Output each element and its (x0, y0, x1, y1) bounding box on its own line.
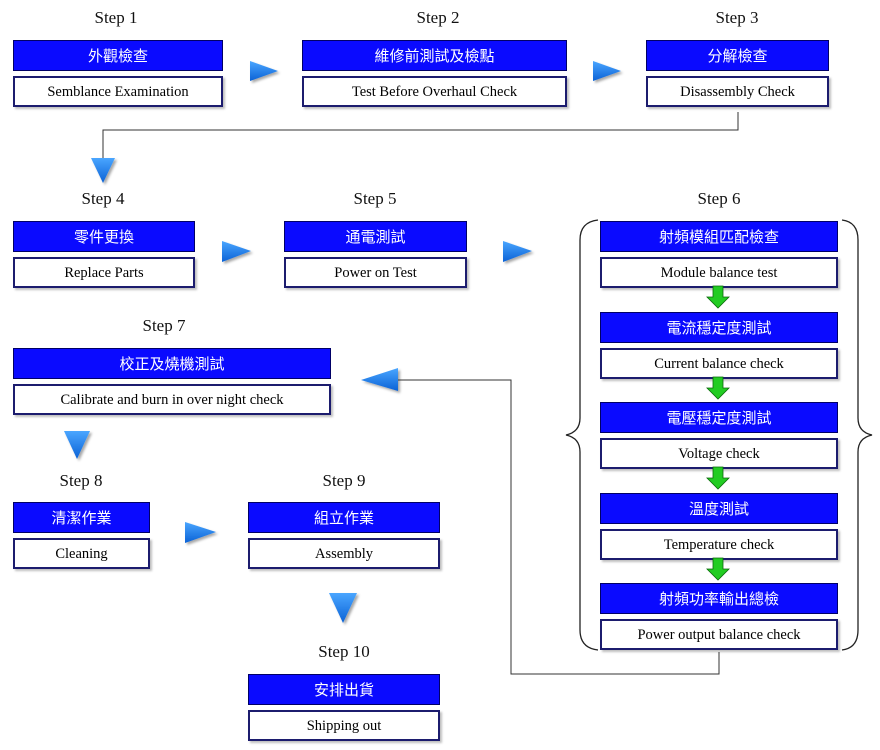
connector-step3-to-step4 (102, 112, 739, 158)
step-3-en-label: Disassembly Check (646, 76, 829, 107)
step-6-substep-3-en: Voltage check (600, 438, 838, 469)
step-6-substep-1: 射頻模組匹配檢查 Module balance test (600, 221, 838, 288)
step-6-substep-4: 溫度測試 Temperature check (600, 493, 838, 560)
step-8-en-label: Cleaning (13, 538, 150, 569)
step-1-label: Step 1 (94, 8, 138, 27)
step-6-substep-3-cn: 電壓穩定度測試 (600, 402, 838, 433)
arrow-step5-to-step6 (503, 241, 532, 262)
step-9-en-label: Assembly (248, 538, 440, 569)
step-4-en-label: Replace Parts (13, 257, 195, 288)
step-5-box: 通電測試 Power on Test (284, 221, 467, 288)
step-6-substep-2-en: Current balance check (600, 348, 838, 379)
step-1-en-label: Semblance Examination (13, 76, 223, 107)
step-7-label: Step 7 (142, 316, 186, 335)
step-6-substep-4-cn: 溫度測試 (600, 493, 838, 524)
step-6-substep-1-en: Module balance test (600, 257, 838, 288)
step-5-en-label: Power on Test (284, 257, 467, 288)
arrow-step1-to-step2 (250, 61, 278, 81)
step-7-en-label: Calibrate and burn in over night check (13, 384, 331, 415)
step-6-substep-5: 射頻功率輸出總檢 Power output balance check (600, 583, 838, 650)
step-5-label: Step 5 (353, 189, 397, 208)
left-brace (565, 219, 599, 651)
step-6-substep-1-cn: 射頻模組匹配檢查 (600, 221, 838, 252)
step-6-substep-2-cn: 電流穩定度測試 (600, 312, 838, 343)
step-8-label: Step 8 (59, 471, 103, 490)
arrow-step2-to-step3 (593, 61, 621, 81)
step-4-label: Step 4 (81, 189, 125, 208)
arrow-step6-to-step7 (361, 368, 398, 391)
step-6-substep-5-cn: 射頻功率輸出總檢 (600, 583, 838, 614)
step-2-en-label: Test Before Overhaul Check (302, 76, 567, 107)
step-6-substep-4-en: Temperature check (600, 529, 838, 560)
step-8-cn-header: 清潔作業 (13, 502, 150, 533)
step-10-label: Step 10 (318, 642, 370, 661)
step-1-cn-header: 外觀檢查 (13, 40, 223, 71)
step-1-box: 外觀檢查 Semblance Examination (13, 40, 223, 107)
step-7-cn-header: 校正及燒機測試 (13, 348, 331, 379)
step-3-cn-header: 分解檢查 (646, 40, 829, 71)
step-9-box: 組立作業 Assembly (248, 502, 440, 569)
arrow-step7-to-step8 (64, 431, 90, 459)
step-9-label: Step 9 (322, 471, 366, 490)
step-10-cn-header: 安排出貨 (248, 674, 440, 705)
step-3-label: Step 3 (715, 8, 759, 27)
step-4-cn-header: 零件更換 (13, 221, 195, 252)
step-10-en-label: Shipping out (248, 710, 440, 741)
step-2-label: Step 2 (416, 8, 460, 27)
step-5-cn-header: 通電測試 (284, 221, 467, 252)
step-6-substep-5-en: Power output balance check (600, 619, 838, 650)
step-3-box: 分解檢查 Disassembly Check (646, 40, 829, 107)
arrow-step4-to-step5 (222, 241, 251, 262)
step-9-cn-header: 組立作業 (248, 502, 440, 533)
step-7-box: 校正及燒機測試 Calibrate and burn in over night… (13, 348, 331, 415)
step-2-box: 維修前測試及檢點 Test Before Overhaul Check (302, 40, 567, 107)
step-2-cn-header: 維修前測試及檢點 (302, 40, 567, 71)
step-10-box: 安排出貨 Shipping out (248, 674, 440, 741)
green-arrow-1 (706, 285, 730, 309)
green-arrow-4 (706, 557, 730, 581)
step-8-box: 清潔作業 Cleaning (13, 502, 150, 569)
right-brace (841, 219, 873, 651)
arrow-step3-to-step4 (91, 158, 115, 183)
green-arrow-2 (706, 376, 730, 400)
step-6-label: Step 6 (697, 189, 741, 208)
arrow-step9-to-step10 (329, 593, 357, 623)
step-6-substep-3: 電壓穩定度測試 Voltage check (600, 402, 838, 469)
arrow-step8-to-step9 (185, 522, 216, 543)
step-6-substep-2: 電流穩定度測試 Current balance check (600, 312, 838, 379)
step-4-box: 零件更換 Replace Parts (13, 221, 195, 288)
green-arrow-3 (706, 466, 730, 490)
